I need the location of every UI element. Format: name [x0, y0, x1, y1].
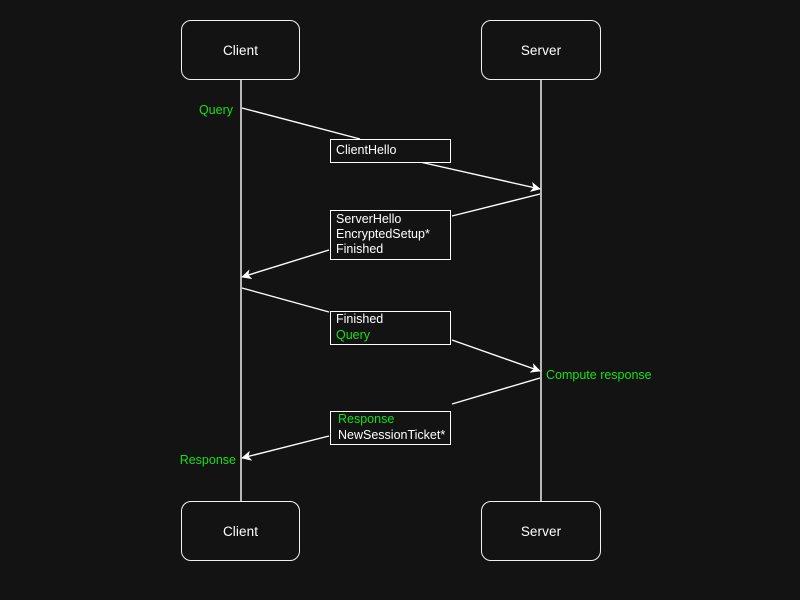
message-line-newsessionticket: NewSessionTicket*: [338, 427, 446, 442]
actor-label-client-top: Client: [222, 42, 259, 58]
arrow-finished-query-seg1: [241, 287, 330, 313]
message-line-finished-2: Finished: [336, 312, 384, 327]
arrow-response-ticket-seg2: [241, 435, 330, 461]
actor-box-client-top[interactable]: Client: [181, 20, 300, 80]
actor-label-client-bottom: Client: [222, 523, 259, 539]
message-line-serverhello: ServerHello: [336, 211, 402, 226]
message-box-serverhello[interactable]: ServerHello EncryptedSetup* Finished: [330, 210, 451, 260]
actor-label-server-top: Server: [520, 42, 562, 58]
actor-box-client-bottom[interactable]: Client: [181, 501, 300, 561]
actor-box-server-top[interactable]: Server: [481, 20, 601, 80]
arrow-finished-query-seg2: [451, 339, 541, 373]
annotation-compute-response: Compute response: [546, 368, 652, 382]
annotation-response: Response: [179, 453, 236, 467]
arrow-serverhello-seg1: [451, 193, 541, 217]
message-line-clienthello: ClientHello: [336, 142, 397, 157]
message-line-encryptedsetup: EncryptedSetup*: [336, 226, 430, 241]
arrow-clienthello-seg2: [419, 161, 541, 192]
actor-box-server-bottom[interactable]: Server: [481, 501, 601, 561]
message-box-clienthello[interactable]: ClientHello: [330, 139, 451, 163]
annotation-query: Query: [198, 103, 233, 117]
arrow-clienthello-seg1: [241, 107, 361, 140]
message-box-finished-query[interactable]: Finished Query: [330, 311, 451, 345]
message-box-response-ticket[interactable]: Response NewSessionTicket*: [330, 411, 451, 445]
message-line-finished: Finished: [336, 242, 384, 257]
arrow-response-ticket-seg1: [451, 377, 541, 405]
message-line-response: Response: [338, 412, 395, 427]
message-line-query: Query: [336, 327, 371, 342]
arrow-serverhello-seg2: [241, 249, 330, 280]
actor-label-server-bottom: Server: [520, 523, 562, 539]
